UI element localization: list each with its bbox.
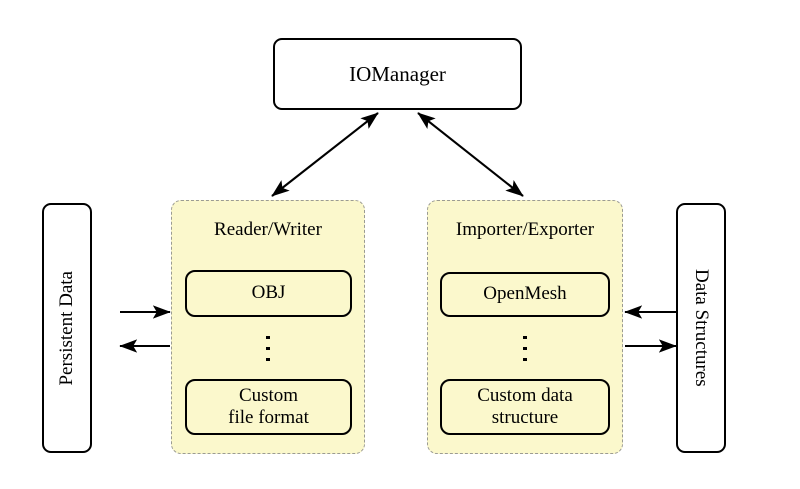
group-importer-exporter-title: Importer/Exporter [455, 219, 595, 240]
node-custom-data-structure[interactable]: Custom data structure [440, 379, 610, 435]
node-custom-file-format-label-line1: Custom [238, 384, 299, 406]
iomanager-label: IOManager [349, 61, 446, 86]
node-custom-data-structure-label-line1: Custom data [477, 384, 573, 406]
node-obj[interactable]: OBJ [185, 270, 352, 317]
persistent-data-node[interactable]: Persistent Data [42, 203, 92, 453]
node-openmesh[interactable]: OpenMesh [440, 272, 610, 317]
group-reader-writer-title: Reader/Writer [214, 219, 322, 240]
node-custom-file-format-label-line2: file format [228, 407, 309, 428]
vertical-ellipsis-icon-importer-exporter [523, 336, 527, 361]
arrow-iomanager-importer-exporter [417, 112, 524, 197]
data-structures-label: Data Structures [691, 269, 713, 387]
node-custom-file-format[interactable]: Custom file format [185, 379, 352, 435]
vertical-ellipsis-icon-reader-writer [266, 336, 270, 361]
iomanager-node[interactable]: IOManager [273, 38, 522, 110]
persistent-data-label: Persistent Data [55, 270, 77, 386]
node-obj-label: OBJ [251, 282, 286, 304]
node-custom-data-structure-label-line2: structure [491, 407, 559, 428]
arrow-iomanager-reader-writer [271, 112, 379, 197]
data-structures-node[interactable]: Data Structures [676, 203, 726, 453]
node-openmesh-label: OpenMesh [483, 283, 567, 305]
